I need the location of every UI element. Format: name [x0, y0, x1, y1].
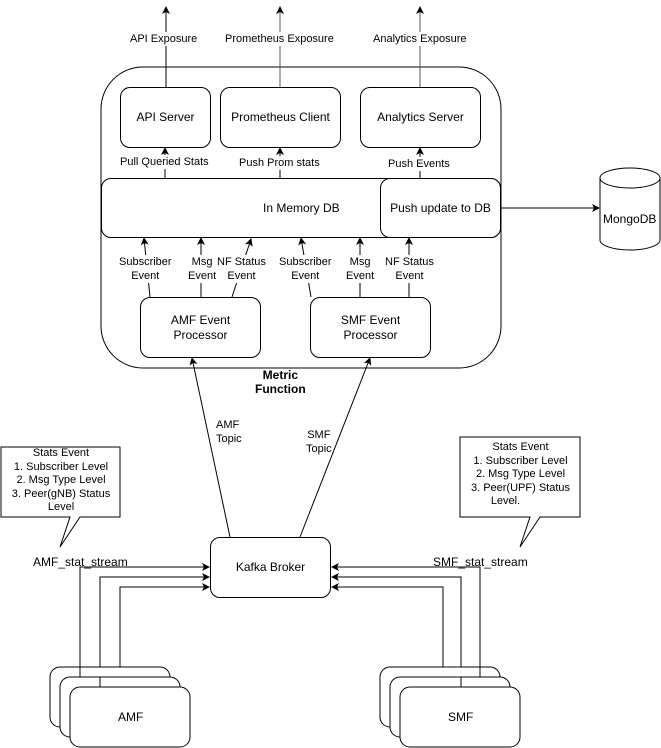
analytics-server[interactable]: Analytics Server	[360, 87, 481, 148]
smf-stream-arrow-2	[331, 573, 462, 677]
amf-node-front	[69, 686, 191, 748]
api-server[interactable]: API Server	[120, 87, 211, 148]
smf-stats-callout	[459, 436, 581, 548]
smf-stat-stream-label: SMF_stat_stream	[433, 555, 528, 569]
pull-queried-stats-label: Pull Queried Stats	[120, 155, 209, 169]
push-update-to-db[interactable]: Push update to DB	[380, 178, 501, 238]
amf-stat-stream-label: AMF_stat_stream	[33, 555, 128, 569]
smf-stream-arrow-1	[331, 563, 481, 667]
smf-stream-arrow-3	[331, 583, 444, 687]
amf-topic-arrow	[189, 357, 231, 538]
mongodb-cylinder	[599, 167, 661, 251]
prometheus-exposure-label: Prometheus Exposure	[225, 32, 334, 46]
amf-stream-arrow-2	[99, 573, 210, 677]
amf-stats-callout-text: Stats Event 1. Subscriber Level 2. Msg T…	[11, 447, 111, 513]
smf-node-front	[399, 686, 521, 748]
analytics-exposure-label: Analytics Exposure	[373, 32, 467, 46]
push-events-label: Push Events	[388, 157, 450, 171]
prometheus-client[interactable]: Prometheus Client	[220, 87, 341, 148]
push-prom-stats-label: Push Prom stats	[239, 156, 320, 170]
mongodb-label: MongoDB	[603, 212, 657, 226]
amf-stream-arrow-3	[119, 583, 210, 687]
smf-topic-arrow	[299, 357, 372, 538]
smf-stats-callout-text: Stats Event 1. Subscriber Level 2. Msg T…	[470, 441, 571, 507]
amf-stream-arrow-1	[79, 563, 210, 667]
smf-node-label: SMF	[448, 710, 474, 724]
amf-stats-callout	[0, 446, 121, 548]
api-exposure-label: API Exposure	[130, 32, 198, 46]
amf-node-label: AMF	[118, 710, 144, 724]
kafka-broker[interactable]: Kafka Broker	[210, 537, 331, 598]
in-memory-db-label: In Memory DB	[263, 200, 340, 215]
